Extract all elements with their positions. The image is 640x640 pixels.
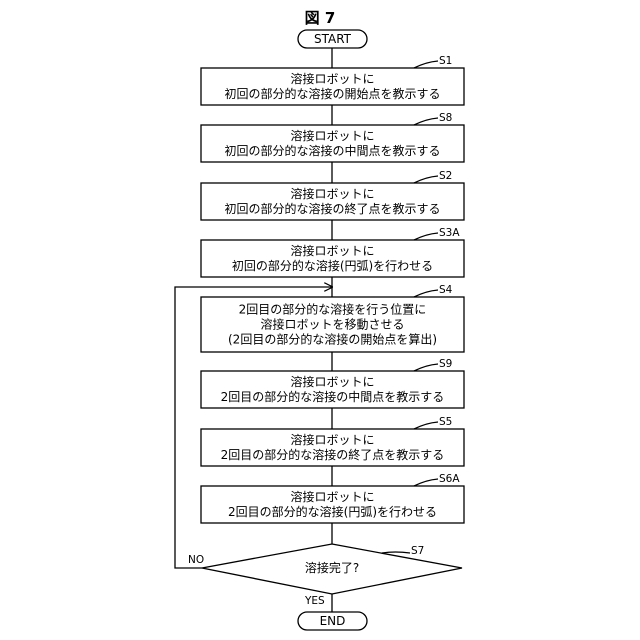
step-label-leader bbox=[414, 364, 438, 371]
process-text-line: 溶接ロボットを移動させる bbox=[260, 317, 404, 332]
process-text-line: 初回の部分的な溶接の開始点を教示する bbox=[224, 86, 440, 101]
process-text-line: 2回目の部分的な溶接の終了点を教示する bbox=[221, 447, 445, 462]
process-text-line: 溶接ロボットに bbox=[290, 186, 374, 201]
decision-text: 溶接完了? bbox=[305, 560, 359, 575]
step-label-leader bbox=[414, 233, 438, 240]
step-label: S1 bbox=[439, 55, 452, 67]
start-label: START bbox=[314, 32, 352, 46]
no-label: NO bbox=[188, 554, 204, 566]
yes-label: YES bbox=[304, 595, 325, 607]
step-label-leader bbox=[414, 479, 438, 486]
figure-title: 図 7 bbox=[305, 9, 336, 27]
process-text-line: 初回の部分的な溶接(円弧)を行わせる bbox=[232, 258, 433, 273]
step-label-leader bbox=[414, 61, 438, 68]
step-label: S4 bbox=[439, 284, 453, 296]
process-text-line: 2回目の部分的な溶接の中間点を教示する bbox=[221, 389, 445, 404]
step-label: S9 bbox=[439, 358, 452, 370]
process-text-line: 初回の部分的な溶接の中間点を教示する bbox=[224, 143, 440, 158]
step-label-leader bbox=[414, 422, 438, 429]
process-text-line: 2回目の部分的な溶接を行う位置に bbox=[239, 302, 427, 317]
process-text-line: 溶接ロボットに bbox=[290, 128, 374, 143]
decision-step-label: S7 bbox=[411, 545, 424, 557]
process-text-line: 初回の部分的な溶接の終了点を教示する bbox=[224, 201, 440, 216]
step-label-leader bbox=[382, 552, 410, 553]
process-text-line: 溶接ロボットに bbox=[290, 374, 374, 389]
step-label: S5 bbox=[439, 416, 452, 428]
process-text-line: 溶接ロボットに bbox=[290, 432, 374, 447]
end-label: END bbox=[320, 614, 346, 628]
step-label-leader bbox=[414, 176, 438, 183]
process-text-line: 溶接ロボットに bbox=[290, 489, 374, 504]
process-text-line: 2回目の部分的な溶接(円弧)を行わせる bbox=[228, 504, 437, 519]
process-text-line: 溶接ロボットに bbox=[290, 243, 374, 258]
process-text-line: (2回目の部分的な溶接の開始点を算出) bbox=[228, 332, 437, 347]
step-label: S3A bbox=[439, 227, 460, 239]
step-label: S8 bbox=[439, 112, 452, 124]
step-label: S2 bbox=[439, 170, 452, 182]
process-text-line: 溶接ロボットに bbox=[290, 71, 374, 86]
step-label: S6A bbox=[439, 473, 460, 485]
step-label-leader bbox=[414, 118, 438, 125]
step-label-leader bbox=[414, 290, 438, 297]
